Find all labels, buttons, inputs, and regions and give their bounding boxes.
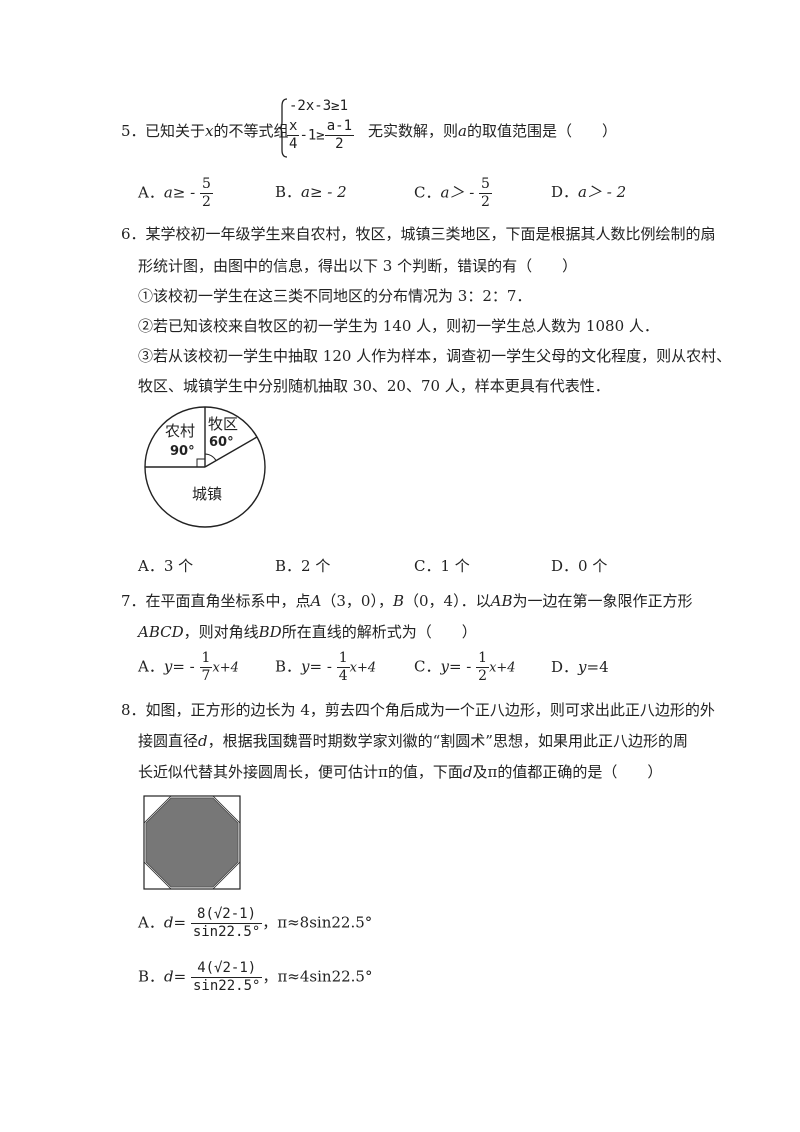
q5-option-b: B．a≥ - 2 <box>275 183 347 201</box>
q6-option-d: D．0 个 <box>551 557 608 575</box>
q5-option-d: D．a＞ - 2 <box>551 183 627 201</box>
q6-line-2: 形统计图，由图中的信息，得出以下 3 个判断，错误的有（ ） <box>138 257 578 275</box>
label-town: 城镇 <box>192 485 222 503</box>
q8-option-b: B．d= 4(√2-1)sin22.5°，π≈4sin22.5° <box>138 960 373 994</box>
q7-line-1: 7．在平面直角坐标系中，点A（3，0），B（0，4）．以AB为一边在第一象限作正… <box>121 592 693 610</box>
q7-option-d: D．y=4 <box>551 658 609 676</box>
regular-octagon <box>145 797 239 888</box>
cut-line-tr <box>212 795 241 824</box>
label-pasture-degree: 60° <box>209 435 234 450</box>
octagon-figure <box>143 795 241 890</box>
q6-option-c: C．1 个 <box>414 557 470 575</box>
right-angle-mark <box>196 458 206 468</box>
label-rural-degree: 90° <box>170 444 195 459</box>
q6-statement-3: ③若从该校初一学生中抽取 120 人作为样本，调查初一学生父母的文化程度，则从农… <box>138 347 732 365</box>
q6-statement-3-cont: 牧区、城镇学生中分别随机抽取 30、20、70 人，样本更具有代表性． <box>138 377 610 395</box>
q6-line-1: 6．某学校初一年级学生来自农村，牧区，城镇三类地区，下面是根据其人数比例绘制的扇 <box>121 225 716 243</box>
q5-number: 5． <box>121 122 146 140</box>
q5-text-pre: 已知关于x的不等式组 <box>145 122 289 140</box>
var-x: x <box>205 122 214 140</box>
q5-text-post: 无实数解，则a的取值范围是（ ） <box>368 122 617 140</box>
q6-option-a: A．3 个 <box>138 557 194 575</box>
cut-line-br <box>212 861 241 890</box>
q6-option-b: B．2 个 <box>275 557 331 575</box>
q7-line-2: ABCD，则对角线BD所在直线的解析式为（ ） <box>138 623 477 641</box>
cut-line-bl <box>143 861 172 890</box>
q6-statement-2: ②若已知该校来自牧区的初一学生为 140 人，则初一学生总人数为 1080 人． <box>138 317 659 335</box>
cut-line-tl <box>143 795 172 824</box>
label-pasture: 牧区 <box>208 415 238 433</box>
q8-option-a: A．d= 8(√2-1)sin22.5°，π≈8sin22.5° <box>138 906 373 940</box>
q5-inequality-row1: -2x-3≥1 <box>289 98 349 114</box>
pie-divider-right <box>204 436 258 468</box>
frac-d-option-b: 4(√2-1)sin22.5° <box>191 960 263 994</box>
label-rural: 农村 <box>165 422 195 440</box>
pie-chart: 农村 90° 牧区 60° 城镇 <box>144 406 266 528</box>
q8-line-2: 接圆直径d，根据我国魏晋时期数学家刘徽的“割圆术”思想，如果用此正八边形的周 <box>138 732 688 750</box>
frac-d-option-a: 8(√2-1)sin22.5° <box>190 906 263 940</box>
q8-line-3: 长近似代替其外接圆周长，便可估计π的值，下面d及π的值都正确的是（ ） <box>138 763 663 781</box>
left-brace <box>279 98 288 158</box>
q8-line-1: 8．如图，正方形的边长为 4，剪去四个角后成为一个正八边形，则可求出此正八边形的… <box>121 701 715 719</box>
angle-arc <box>204 453 217 461</box>
q6-statement-1: ①该校初一学生在这三类不同地区的分布情况为 3：2：7． <box>138 287 532 305</box>
